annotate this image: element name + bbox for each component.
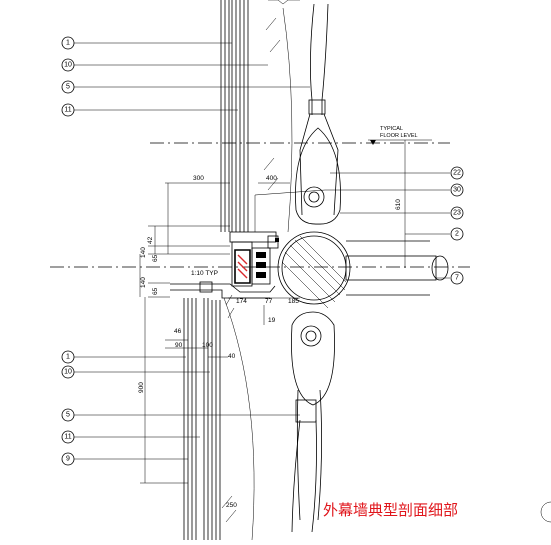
break-line — [268, 0, 300, 5]
dim-42: 42 — [147, 236, 154, 244]
floor-level-label-2: FLOOR LEVEL — [380, 133, 418, 139]
svg-text:1: 1 — [66, 354, 70, 361]
dim-40: 40 — [228, 353, 236, 360]
callout-right-23: 23 — [450, 206, 464, 220]
callout-right-7: 7 — [450, 271, 464, 285]
dim-140a: 140 — [140, 247, 147, 258]
floor-level-label-1: TYPICAL — [380, 126, 403, 132]
dim-610: 610 — [395, 199, 402, 210]
lower-spider-arm — [291, 311, 335, 406]
round-steel-tube — [277, 231, 449, 309]
dim-400: 400 — [266, 175, 277, 182]
dim-900: 900 — [138, 382, 145, 393]
dim-100: 100 — [202, 342, 213, 349]
dim-185: 185 — [288, 298, 299, 305]
dim-65b: 65 — [152, 287, 159, 295]
callout-right-22: 22 — [450, 166, 464, 180]
callout-left-10: 10 — [61, 58, 75, 72]
svg-text:7: 7 — [455, 275, 459, 282]
lower-glazing-frame — [183, 294, 255, 541]
cable-rods — [291, 3, 339, 533]
callout-left-1: 1 — [61, 36, 75, 50]
dim-300: 300 — [193, 175, 204, 182]
floor-level-marker: TYPICAL FLOOR LEVEL — [368, 126, 432, 145]
right-leaders — [254, 172, 450, 279]
drawing-title: 外幕墙典型剖面细部 — [323, 501, 459, 519]
callout-left-5-lower: 5 — [61, 408, 75, 422]
callout-left-11: 11 — [61, 103, 75, 117]
dim-250: 250 — [226, 502, 237, 509]
left-leaders — [74, 42, 310, 460]
callout-left-1-lower: 1 — [61, 350, 75, 364]
dim-46: 46 — [174, 328, 182, 335]
dim-19: 19 — [268, 317, 276, 324]
svg-text:11: 11 — [64, 107, 71, 114]
svg-text:5: 5 — [66, 84, 70, 91]
node-bracket — [170, 231, 279, 299]
svg-text:30: 30 — [453, 187, 461, 194]
svg-text:9: 9 — [66, 456, 70, 463]
svg-text:22: 22 — [453, 170, 461, 177]
callout-left-11-lower: 11 — [61, 430, 75, 444]
dim-174: 174 — [236, 298, 247, 305]
dim-140b: 140 — [140, 277, 147, 288]
upper-glazing-frame — [220, 0, 281, 232]
callout-left-5: 5 — [61, 80, 75, 94]
callout-right-2: 2 — [450, 227, 464, 241]
upper-spider-arm — [295, 127, 341, 225]
svg-text:23: 23 — [453, 210, 461, 217]
dimension-lines — [139, 182, 300, 484]
dim-77: 77 — [265, 298, 273, 305]
callout-left-9: 9 — [61, 452, 75, 466]
upper-glass-curve — [282, 7, 293, 233]
svg-text:11: 11 — [64, 434, 71, 441]
slope-label: 1:10 TYP — [191, 270, 218, 277]
svg-text:10: 10 — [64, 62, 72, 69]
dim-90: 90 — [175, 342, 183, 349]
callout-right-30: 30 — [450, 183, 464, 197]
dim-65a: 65 — [152, 254, 159, 262]
callout-left-10-lower: 10 — [61, 365, 75, 379]
svg-text:5: 5 — [66, 412, 70, 419]
svg-text:10: 10 — [64, 369, 72, 376]
svg-text:1: 1 — [66, 40, 70, 47]
svg-text:2: 2 — [455, 231, 459, 238]
edge-circle — [540, 501, 551, 523]
